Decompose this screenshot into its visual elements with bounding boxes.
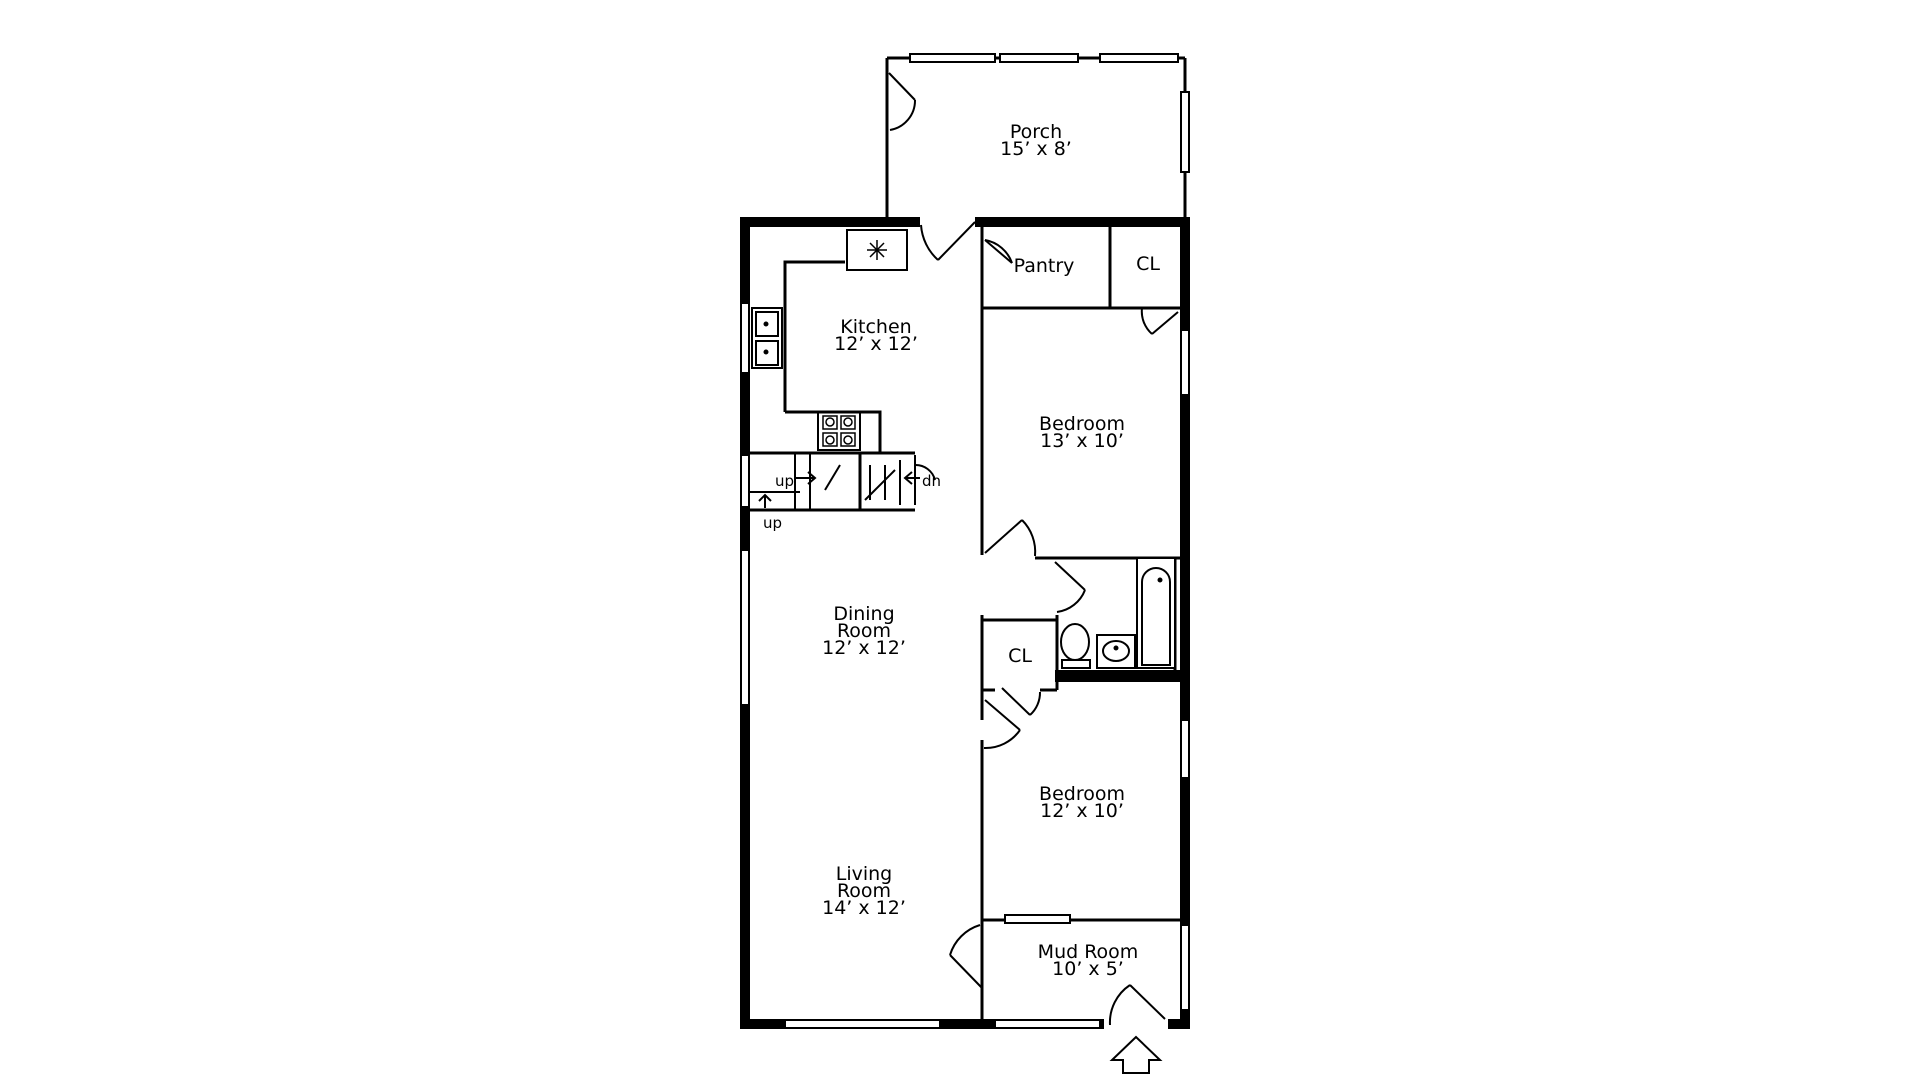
stair-down-label: dn bbox=[922, 472, 941, 490]
closet-top-name: CL bbox=[1136, 253, 1160, 275]
dining-name-1: Dining bbox=[833, 603, 894, 625]
sink-icon bbox=[1096, 634, 1136, 669]
porch-windows bbox=[909, 53, 1190, 173]
exterior-walls bbox=[740, 217, 1190, 1029]
sink-icon bbox=[751, 307, 783, 369]
bedroom-top-dims: 13’ x 10’ bbox=[1040, 430, 1124, 452]
kitchen-back-door[interactable] bbox=[920, 221, 976, 261]
porch-dims: 15’ x 8’ bbox=[1000, 138, 1072, 160]
kitchen-dims: 12’ x 12’ bbox=[834, 333, 918, 355]
room-labels: Porch 15’ x 8’ Kitchen 12’ x 12’ Pantry … bbox=[763, 121, 1160, 980]
bathroom-door[interactable] bbox=[1054, 561, 1086, 613]
mudroom-name: Mud Room bbox=[1038, 941, 1139, 963]
closet-top-door[interactable] bbox=[1140, 307, 1179, 335]
kitchen-name: Kitchen bbox=[840, 316, 911, 338]
stair-arrows bbox=[758, 471, 920, 508]
stair-up-label-b: up bbox=[763, 514, 782, 532]
bedroom-bottom-name: Bedroom bbox=[1039, 783, 1125, 805]
doors bbox=[914, 221, 1179, 1026]
mudroom-dims: 10’ x 5’ bbox=[1052, 958, 1124, 980]
front-entry-door[interactable] bbox=[1108, 984, 1166, 1026]
stove-icon bbox=[817, 411, 861, 451]
bathtub-icon bbox=[1136, 557, 1176, 669]
closet-mid-name: CL bbox=[1008, 645, 1032, 667]
bedroom-top-door[interactable] bbox=[984, 519, 1037, 557]
bedroom-bottom-dims: 12’ x 10’ bbox=[1040, 800, 1124, 822]
stair-up-label-a: up bbox=[775, 472, 794, 490]
pantry-name: Pantry bbox=[1014, 255, 1075, 277]
porch-side-door[interactable] bbox=[888, 72, 917, 131]
dining-dims: 12’ x 12’ bbox=[822, 637, 906, 659]
snowflake-icon bbox=[846, 229, 908, 271]
closet-mid-door[interactable] bbox=[1001, 687, 1042, 716]
bedroom-bottom-door[interactable] bbox=[983, 699, 1021, 750]
living-name-2: Room bbox=[837, 880, 891, 902]
pantry-door[interactable] bbox=[984, 239, 1013, 264]
porch-name: Porch bbox=[1010, 121, 1062, 143]
toilet-icon bbox=[1060, 623, 1091, 669]
dining-name-2: Room bbox=[837, 620, 891, 642]
interior-walls bbox=[750, 227, 1185, 1019]
bedroom-top-name: Bedroom bbox=[1039, 413, 1125, 435]
entry-arrow-icon bbox=[1109, 1035, 1163, 1074]
basement-door[interactable] bbox=[914, 455, 936, 505]
living-name-1: Living bbox=[836, 863, 893, 885]
stairs bbox=[750, 453, 901, 510]
windows bbox=[740, 302, 1190, 1029]
mudroom-inner-door[interactable] bbox=[949, 924, 983, 989]
living-dims: 14’ x 12’ bbox=[822, 897, 906, 919]
